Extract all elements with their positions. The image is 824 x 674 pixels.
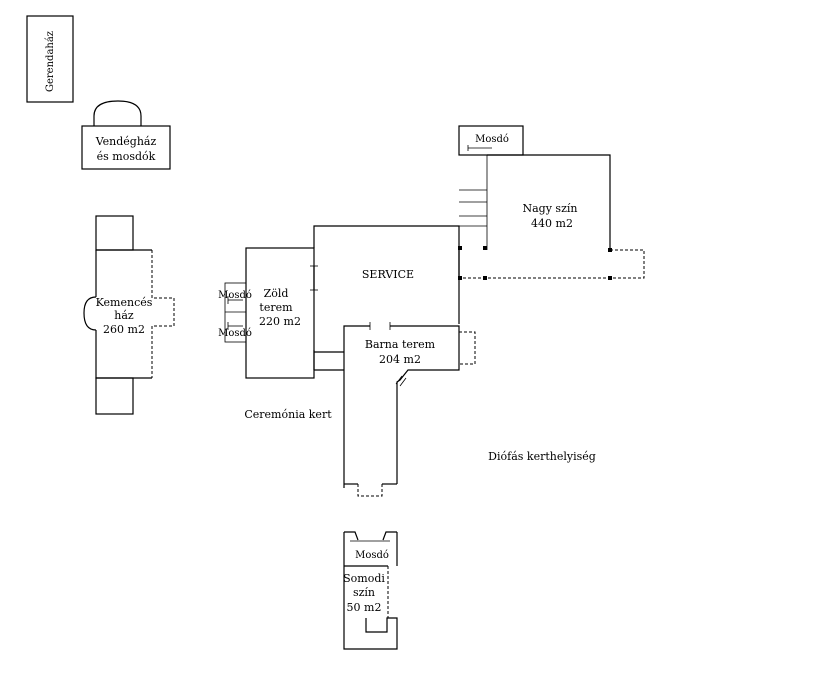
gerendahaz-building: Gerendaház — [26, 15, 74, 103]
somodi-label-3: 50 m2 — [347, 601, 382, 614]
zold-label-3: 220 m2 — [259, 315, 301, 328]
somodi-label-2: szín — [353, 586, 375, 599]
zold-terem: Mosdó Mosdó Zöld terem 220 m2 — [218, 247, 315, 379]
zold-label-1: Zöld — [264, 287, 289, 300]
mosdo-zold-bottom-label: Mosdó — [218, 328, 252, 339]
nagy-label-2: 440 m2 — [531, 217, 573, 230]
kemences-label-2: ház — [114, 309, 134, 322]
kemences-label-3: 260 m2 — [103, 323, 145, 336]
service-label: SERVICE — [362, 268, 414, 281]
nagy-label-1: Nagy szín — [523, 202, 578, 215]
vendeghaz-label-1: Vendégház — [95, 135, 157, 148]
barna-terem: Barna terem 204 m2 — [343, 322, 476, 497]
nagy-szin: Mosdó Nagy szín 440 m2 — [458, 125, 645, 280]
barna-label-1: Barna terem — [365, 338, 436, 351]
kemences-building: Kemencés ház 260 m2 — [83, 215, 175, 415]
mosdo-zold-top-label: Mosdó — [218, 290, 252, 301]
vendeghaz-building: Vendégház és mosdók — [81, 100, 171, 170]
vendeghaz-label-2: és mosdók — [97, 150, 156, 163]
mosdo-somodi-label: Mosdó — [355, 550, 389, 561]
somodi-szin: Mosdó Somodi szín 50 m2 — [343, 531, 398, 650]
zold-label-2: terem — [259, 301, 293, 314]
diofas-kerthelyiseg-label: Diófás kerthelyiség — [488, 450, 596, 463]
ceremonia-kert-label: Ceremónia kert — [244, 408, 332, 421]
gerendahaz-label: Gerendaház — [45, 31, 56, 92]
kemences-label-1: Kemencés — [96, 296, 153, 309]
barna-label-2: 204 m2 — [379, 353, 421, 366]
mosdo-nagy-label: Mosdó — [475, 134, 509, 145]
somodi-label-1: Somodi — [343, 572, 385, 585]
